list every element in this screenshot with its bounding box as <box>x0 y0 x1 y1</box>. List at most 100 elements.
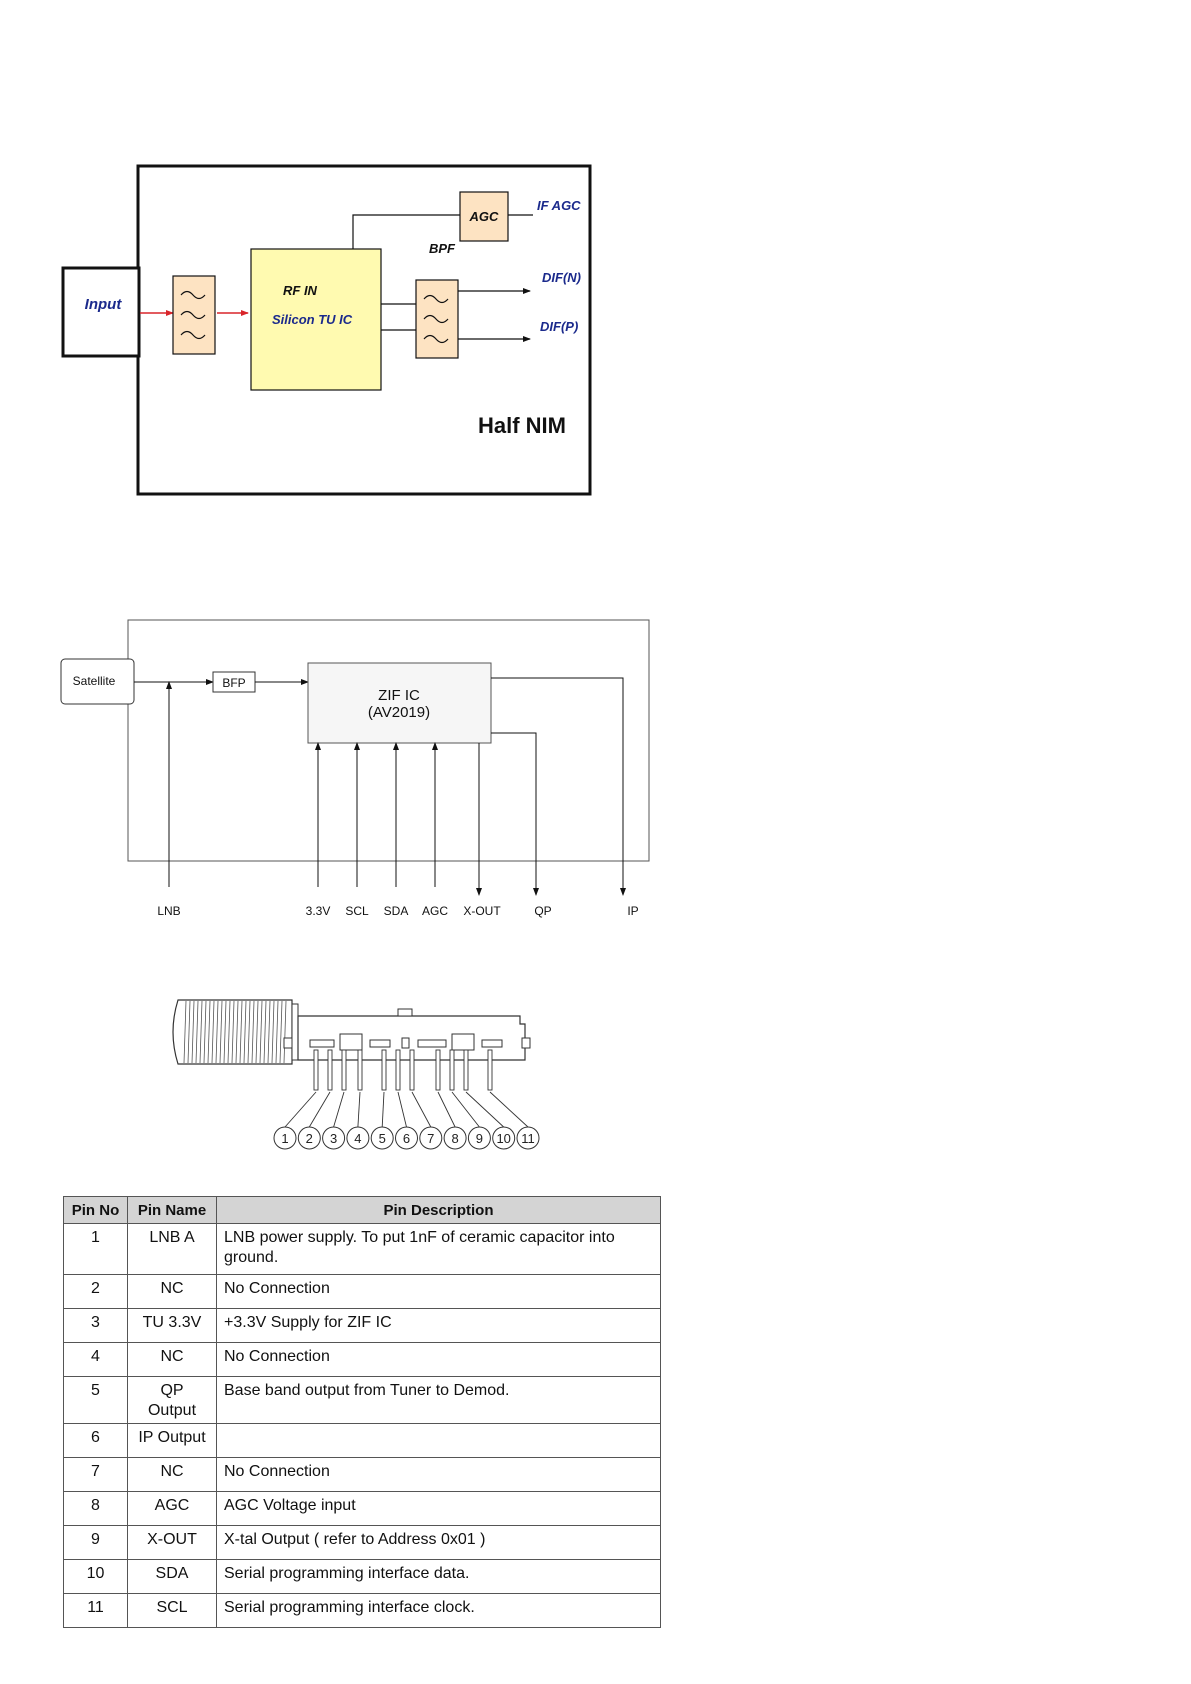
pin-no-cell: 2 <box>63 1274 128 1309</box>
half-nim-label: Half NIM <box>478 413 566 438</box>
zif-ic-part-label: (AV2019) <box>368 704 430 721</box>
pin-number-label: 3 <box>330 1131 337 1146</box>
satellite-label: Satellite <box>73 674 116 688</box>
ip-pin-label: IP <box>627 904 638 918</box>
connector-pins <box>284 1049 529 1128</box>
pin-leader-line <box>437 1091 456 1128</box>
agc-feed-line <box>352 214 460 249</box>
pin-number-circle <box>370 1126 394 1150</box>
pin-number-circle <box>443 1126 467 1150</box>
pin-no-cell: 11 <box>63 1593 128 1628</box>
pin-number-label: 11 <box>521 1131 535 1146</box>
pin-name-cell: LNB A <box>127 1223 217 1275</box>
agc-label: AGC <box>469 209 500 224</box>
pin-number-circle <box>467 1126 491 1150</box>
agc-pin-label: AGC <box>422 904 448 918</box>
pin-number-label: 1 <box>281 1131 288 1146</box>
if-agc-label: IF AGC <box>537 198 581 213</box>
f-connector-thread <box>172 999 293 1065</box>
pin-number-label: 10 <box>496 1131 510 1146</box>
pin-number-circle <box>346 1126 370 1150</box>
pin-leader-line <box>333 1091 345 1128</box>
pin-leader-line <box>465 1091 505 1128</box>
pin-name-cell: NC <box>127 1274 217 1309</box>
pin-desc-cell: AGC Voltage input <box>216 1491 661 1526</box>
pin-leader-line <box>489 1091 529 1128</box>
pin-desc-cell: No Connection <box>216 1342 661 1377</box>
pin-leader-line <box>411 1091 432 1128</box>
pin-number-label: 8 <box>451 1131 458 1146</box>
pin-number-label: 4 <box>354 1131 361 1146</box>
pin-number-circle <box>492 1126 516 1150</box>
pin-no-header: Pin No <box>63 1196 128 1224</box>
bpf-filter-icon <box>415 279 459 359</box>
pin-leader-line <box>381 1091 385 1128</box>
connector-pin-leg <box>487 1049 493 1091</box>
pin-no-cell: 4 <box>63 1342 128 1377</box>
xout-pin-label: X-OUT <box>463 904 501 918</box>
pin-desc-cell <box>216 1423 661 1458</box>
bfp-label: BFP <box>222 676 245 690</box>
pin-name-cell: SDA <box>127 1559 217 1594</box>
pin-desc-cell: LNB power supply. To put 1nF of ceramic … <box>216 1223 661 1275</box>
pin-name-cell: TU 3.3V <box>127 1308 217 1343</box>
pin-no-cell: 6 <box>63 1423 128 1458</box>
connector-pin-leg <box>463 1049 469 1091</box>
pin-leader-line <box>284 1091 317 1128</box>
connector-pin-leg <box>341 1049 347 1091</box>
pin-number-label: 6 <box>403 1131 410 1146</box>
lnb-pin-label: LNB <box>157 904 180 918</box>
pin-name-cell: SCL <box>127 1593 217 1628</box>
pin-name-cell: NC <box>127 1342 217 1377</box>
pin-number-circle <box>273 1126 297 1150</box>
rf-in-label: RF IN <box>283 283 318 298</box>
pin-name-header: Pin Name <box>127 1196 217 1224</box>
pin-name-cell: IP Output <box>127 1423 217 1458</box>
pin-desc-cell: Serial programming interface clock. <box>216 1593 661 1628</box>
pin-no-cell: 3 <box>63 1308 128 1343</box>
pin-number-circle <box>419 1126 443 1150</box>
silicon-tu-ic <box>250 248 382 391</box>
dif-p-label: DIF(P) <box>540 319 578 334</box>
qp-pin-label: QP <box>534 904 551 918</box>
ip-line <box>491 677 626 896</box>
connector-pin-leg <box>435 1049 441 1091</box>
table-header-row: Pin No Pin Name Pin Description <box>63 1196 661 1224</box>
input-filter-icon <box>172 275 216 355</box>
connector-pin-leg <box>381 1049 387 1091</box>
connector-pin-leg <box>313 1049 319 1091</box>
pin-leader-line <box>451 1091 480 1128</box>
pin-no-cell: 7 <box>63 1457 128 1492</box>
pin-name-cell: AGC <box>127 1491 217 1526</box>
agc-block <box>459 191 509 242</box>
pin-desc-cell: No Connection <box>216 1274 661 1309</box>
pin-name-cell: NC <box>127 1457 217 1492</box>
input-box <box>61 266 141 358</box>
pin-no-cell: 9 <box>63 1525 128 1560</box>
pin-number-label: 7 <box>427 1131 434 1146</box>
pin-no-cell: 5 <box>63 1376 128 1424</box>
pin-number-circle <box>322 1126 346 1150</box>
connector-pin-leg <box>395 1049 401 1091</box>
pin-desc-cell: No Connection <box>216 1457 661 1492</box>
pin-no-cell: 10 <box>63 1559 128 1594</box>
dif-n-label: DIF(N) <box>542 270 581 285</box>
half-nim-diagram: Input RF IN Silicon TU IC AGC IF AGC BPF… <box>61 164 592 496</box>
pin-desc-cell: X-tal Output ( refer to Address 0x01 ) <box>216 1525 661 1560</box>
bpf-label: BPF <box>429 241 456 256</box>
connector-pin-leg <box>327 1049 333 1091</box>
input-label: Input <box>85 296 123 313</box>
